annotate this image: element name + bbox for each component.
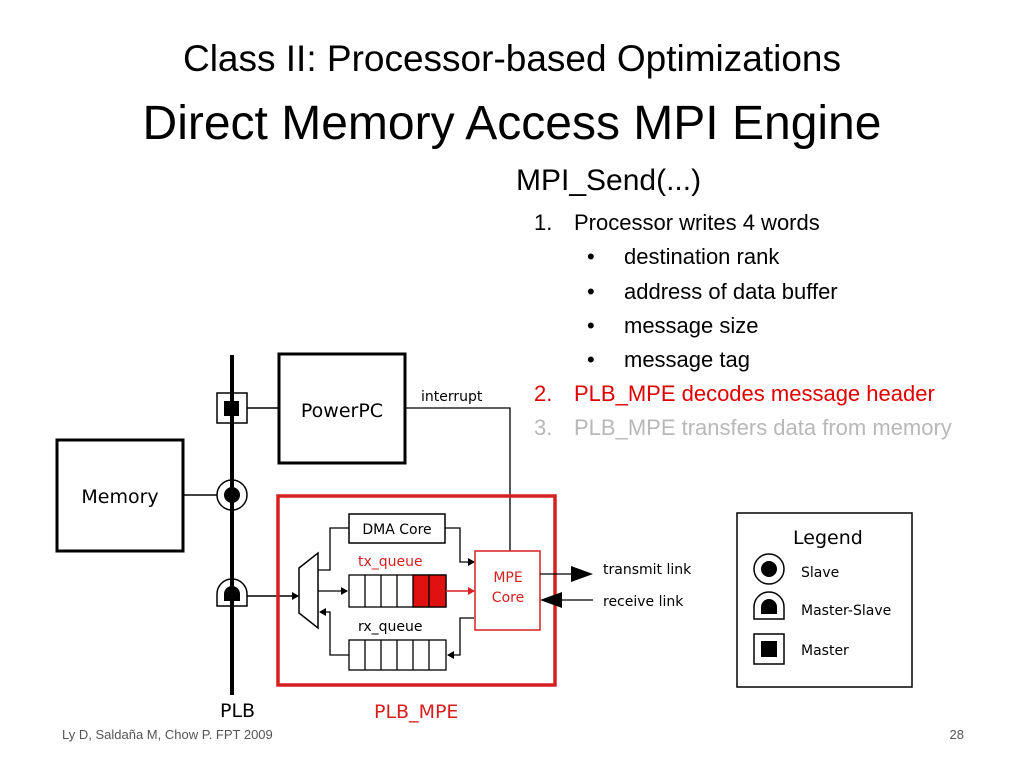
rx-to-mux-arrow <box>319 608 349 656</box>
legend-slave-icon <box>753 553 785 585</box>
master-slave-connector-icon <box>216 578 299 607</box>
slave-connector-icon <box>183 479 248 511</box>
plb-mpe-label: PLB_MPE <box>374 701 458 723</box>
transmit-arrow-icon <box>571 566 593 582</box>
slide-title-line1: Class II: Processor-based Optimizations <box>182 38 841 79</box>
receive-link-label: receive link <box>603 594 684 610</box>
step-2-text: PLB_MPE decodes message header <box>574 381 935 406</box>
legend-slave-label: Slave <box>801 565 839 581</box>
slide-title-line2: Direct Memory Access MPI Engine <box>142 97 882 150</box>
step-2-number: 2. <box>534 381 553 406</box>
step-1-number: 1. <box>534 210 553 235</box>
sub-bullet-1: destination rank <box>624 244 780 269</box>
plb-mpe-boundary <box>276 494 557 687</box>
dma-to-mpe-arrow <box>445 527 475 566</box>
master-connector-icon <box>216 392 279 424</box>
step-2: 2. PLB_MPE decodes message header <box>534 381 935 407</box>
interrupt-label: interrupt <box>421 389 483 405</box>
plb-label: PLB <box>220 700 255 722</box>
tx-queue-label: tx_queue <box>358 554 423 570</box>
bullet-icon: • <box>587 279 595 304</box>
page-number: 28 <box>949 727 964 742</box>
bullet-icon: • <box>587 347 595 372</box>
dma-core-label: DMA Core <box>362 522 431 538</box>
bullet-icon: • <box>587 313 595 338</box>
bullet-icon: • <box>587 244 595 269</box>
memory-box <box>55 438 185 553</box>
legend-master-label: Master <box>801 643 849 659</box>
mpe-core-box <box>474 550 541 631</box>
legend-master-slave-icon <box>753 591 785 620</box>
interrupt-line <box>405 407 511 552</box>
memory-label: Memory <box>81 486 158 508</box>
sub-bullet-4: message tag <box>624 347 750 372</box>
mpe-core-label-line2: Core <box>492 590 524 606</box>
step-3: 3. PLB_MPE transfers data from memory <box>534 415 952 441</box>
mpe-to-rx-arrow <box>447 617 474 659</box>
receive-arrow-icon <box>540 592 562 608</box>
legend-master-slave-label: Master-Slave <box>801 603 891 619</box>
tx-queue-cells <box>348 574 447 608</box>
mux-shape <box>298 551 319 630</box>
slide-subtitle: MPI_Send(...) <box>516 164 702 197</box>
transmit-link-label: transmit link <box>603 562 692 578</box>
sub-bullet-3: message size <box>624 313 759 338</box>
rx-queue-label: rx_queue <box>358 619 423 635</box>
footer-citation: Ly D, Saldaña M, Chow P. FPT 2009 <box>62 727 273 742</box>
legend-master-icon <box>753 633 785 665</box>
dma-to-mux-line <box>318 527 349 571</box>
sub-bullet-2: address of data buffer <box>624 279 838 304</box>
step-3-number: 3. <box>534 415 553 440</box>
mpe-core-label-line1: MPE <box>493 570 522 586</box>
powerpc-label: PowerPC <box>301 400 383 422</box>
legend-title: Legend <box>793 527 863 549</box>
step-1: 1. Processor writes 4 words <box>534 210 820 236</box>
step-3-text: PLB_MPE transfers data from memory <box>574 415 952 440</box>
rx-queue-cells <box>348 639 447 671</box>
step-1-text: Processor writes 4 words <box>574 210 820 235</box>
